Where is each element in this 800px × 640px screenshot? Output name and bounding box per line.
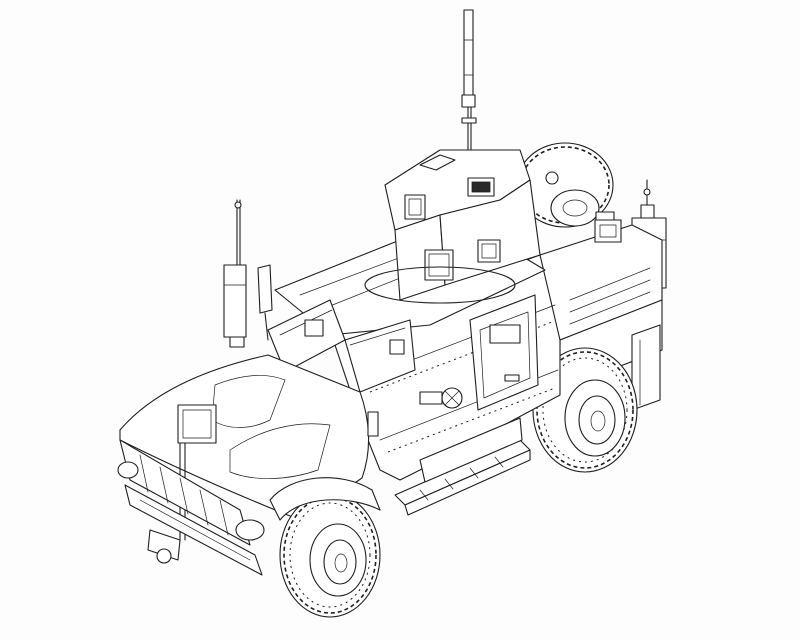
turret bbox=[364, 149, 541, 304]
side-door bbox=[469, 294, 539, 411]
side-mirror bbox=[257, 264, 273, 341]
front-bumper bbox=[124, 484, 263, 576]
hood bbox=[119, 354, 370, 521]
front-fender bbox=[269, 477, 381, 521]
side-step bbox=[394, 417, 531, 516]
side-gear bbox=[367, 387, 463, 437]
grille bbox=[117, 439, 265, 546]
tow-hitch bbox=[147, 529, 181, 564]
main-antenna bbox=[461, 9, 477, 151]
windshield bbox=[267, 299, 416, 393]
front-wheel bbox=[279, 492, 381, 618]
front-antenna bbox=[223, 199, 247, 348]
